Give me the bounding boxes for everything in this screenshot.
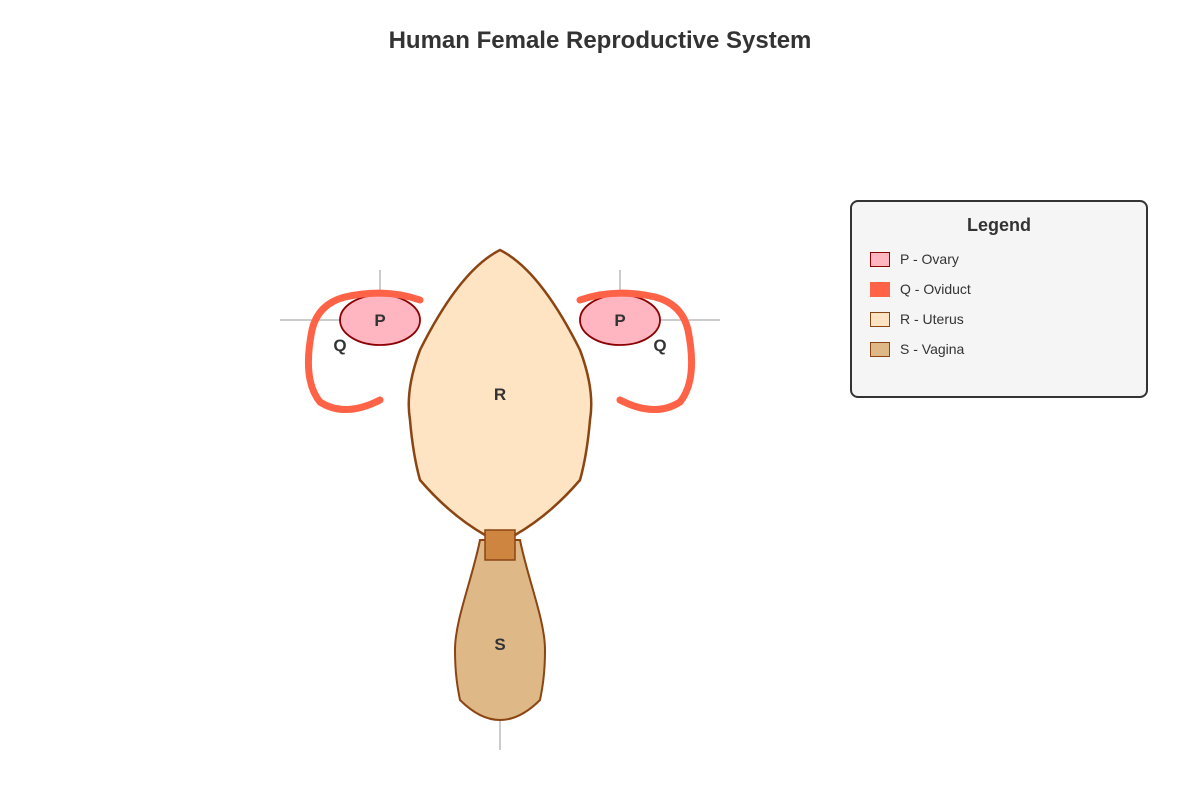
legend-item-ovary: P - Ovary <box>870 250 959 268</box>
legend-text-ovary: P - Ovary <box>900 251 959 267</box>
diagram-title: Human Female Reproductive System <box>388 27 812 54</box>
vagina-shape <box>453 539 547 722</box>
label-uterus: R <box>494 385 506 404</box>
label-ovary-left: P <box>374 311 385 330</box>
legend-item-vagina: S - Vagina <box>870 340 964 358</box>
legend-swatch-ovary <box>870 251 890 267</box>
legend-text-oviduct: Q - Oviduct <box>900 281 971 297</box>
label-oviduct-left: Q <box>333 336 346 355</box>
left-oviduct-shape <box>304 289 424 414</box>
cervix-shape <box>484 529 516 561</box>
legend-item-uterus: R - Uterus <box>870 310 964 328</box>
label-oviduct-right: Q <box>653 336 666 355</box>
legend-swatch-uterus <box>870 311 890 327</box>
legend-text-vagina: S - Vagina <box>900 341 965 357</box>
label-ovary-right: P <box>614 311 625 330</box>
legend-text-uterus: R - Uterus <box>900 311 964 327</box>
legend-swatch-oviduct <box>870 281 890 297</box>
legend-item-oviduct: Q - Oviduct <box>870 280 971 298</box>
legend-title: Legend <box>966 215 1031 235</box>
right-oviduct-shape <box>576 289 696 414</box>
legend-box: Legend P - Ovary Q - Oviduct R - Uterus … <box>850 200 1148 398</box>
legend-swatch-vagina <box>870 341 890 357</box>
label-vagina: S <box>494 635 505 654</box>
